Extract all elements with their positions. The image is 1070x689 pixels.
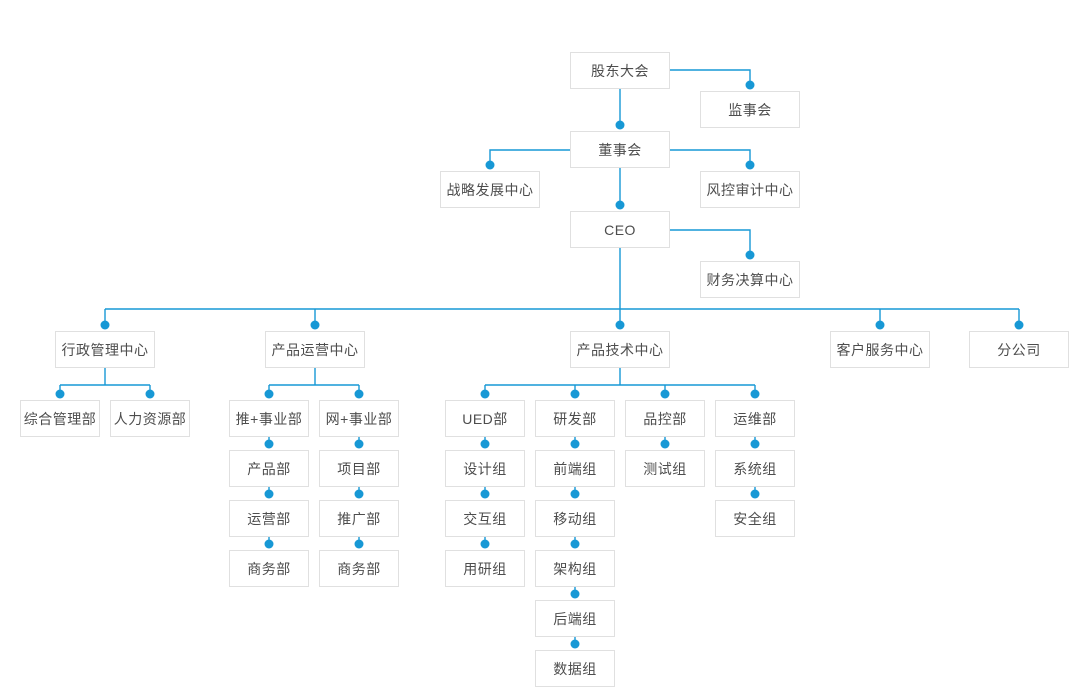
org-node-design-group: 设计组 [445, 450, 525, 487]
connector-line [670, 69, 751, 85]
connector-dot [264, 539, 274, 549]
org-node-finance-settlement-center: 财务决算中心 [700, 261, 800, 298]
connector-dot [615, 320, 625, 330]
connector-dot [264, 439, 274, 449]
org-node-tui-business-division: 推+事业部 [229, 400, 309, 437]
connector-dot [100, 320, 110, 330]
connector-dot [745, 250, 755, 260]
org-node-quality-control-dept: 品控部 [625, 400, 705, 437]
connector-dot [660, 389, 670, 399]
org-node-wang-business-division: 网+事业部 [319, 400, 399, 437]
connector-line [489, 149, 570, 165]
org-node-ued-dept: UED部 [445, 400, 525, 437]
org-node-product-operation-center: 产品运营中心 [265, 331, 365, 368]
connector-dot [615, 120, 625, 130]
org-node-strategy-development-center: 战略发展中心 [440, 171, 540, 208]
org-node-security-group: 安全组 [715, 500, 795, 537]
connector-dot [750, 439, 760, 449]
connector-dot [264, 489, 274, 499]
connector-dot [615, 200, 625, 210]
org-node-supervisory-board: 监事会 [700, 91, 800, 128]
connector-dot [660, 439, 670, 449]
connector-dot [480, 389, 490, 399]
org-node-board-of-directors: 董事会 [570, 131, 670, 168]
connector-dot [1014, 320, 1024, 330]
connector-dot [570, 539, 580, 549]
org-node-admin-management-center: 行政管理中心 [55, 331, 155, 368]
org-node-shareholders-meeting: 股东大会 [570, 52, 670, 89]
org-node-interaction-group: 交互组 [445, 500, 525, 537]
org-node-promotion-dept: 推广部 [319, 500, 399, 537]
connector-dot [875, 320, 885, 330]
org-node-customer-service-center: 客户服务中心 [830, 331, 930, 368]
org-node-product-technology-center: 产品技术中心 [570, 331, 670, 368]
org-node-architecture-group: 架构组 [535, 550, 615, 587]
org-node-operation-dept: 运营部 [229, 500, 309, 537]
connector-dot [480, 439, 490, 449]
org-node-backend-group: 后端组 [535, 600, 615, 637]
org-node-data-group: 数据组 [535, 650, 615, 687]
org-node-system-group: 系统组 [715, 450, 795, 487]
connector-dot [750, 489, 760, 499]
connector-dot [480, 539, 490, 549]
connector-line [670, 229, 751, 255]
org-node-human-resources-dept: 人力资源部 [110, 400, 190, 437]
connector-dot [750, 389, 760, 399]
connector-dot [354, 539, 364, 549]
connector-dot [570, 389, 580, 399]
connector-dot [354, 489, 364, 499]
org-node-ceo: CEO [570, 211, 670, 248]
org-node-frontend-group: 前端组 [535, 450, 615, 487]
connector-dot [55, 389, 65, 399]
connector-dot [745, 80, 755, 90]
org-node-business-dept-wang: 商务部 [319, 550, 399, 587]
org-node-product-dept: 产品部 [229, 450, 309, 487]
org-node-mobile-group: 移动组 [535, 500, 615, 537]
connector-dot [480, 489, 490, 499]
org-node-rd-dept: 研发部 [535, 400, 615, 437]
connector-dot [485, 160, 495, 170]
connector-dot [570, 439, 580, 449]
org-node-branch-company: 分公司 [969, 331, 1069, 368]
connector-dot [570, 639, 580, 649]
connector-dot [145, 389, 155, 399]
connector-dot [570, 589, 580, 599]
connector-dot [264, 389, 274, 399]
connector-dot [745, 160, 755, 170]
org-node-user-research-group: 用研组 [445, 550, 525, 587]
connector-dot [310, 320, 320, 330]
org-node-testing-group: 测试组 [625, 450, 705, 487]
org-node-risk-audit-center: 风控审计中心 [700, 171, 800, 208]
org-node-ops-maintenance-dept: 运维部 [715, 400, 795, 437]
connector-dot [570, 489, 580, 499]
connector-line [670, 149, 751, 165]
connector-dot [354, 389, 364, 399]
connector-dot [354, 439, 364, 449]
org-node-project-dept: 项目部 [319, 450, 399, 487]
org-node-general-management-dept: 综合管理部 [20, 400, 100, 437]
org-node-business-dept-tui: 商务部 [229, 550, 309, 587]
